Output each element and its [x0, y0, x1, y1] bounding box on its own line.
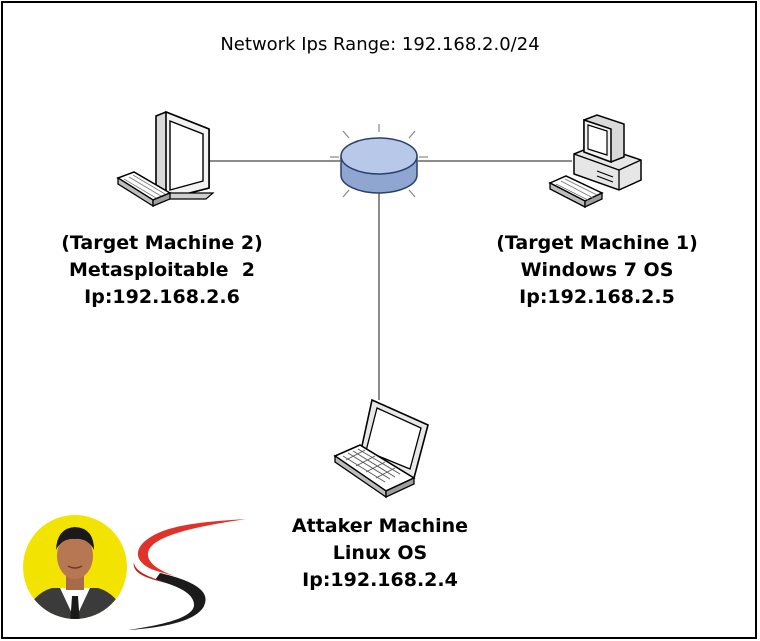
- target2-ip: Ip:192.168.2.6: [84, 286, 240, 308]
- attacker-role: Attaker Machine: [291, 515, 469, 537]
- laptop-icon: [333, 398, 429, 499]
- target1-ip: Ip:192.168.2.5: [519, 286, 675, 308]
- target1-os: Windows 7 OS: [520, 259, 674, 281]
- logo-s-icon: [128, 519, 246, 630]
- target-machine-1-label: (Target Machine 1) Windows 7 OS Ip:192.1…: [467, 230, 727, 311]
- target1-role: (Target Machine 1): [496, 232, 698, 254]
- target2-role: (Target Machine 2): [61, 232, 263, 254]
- attacker-machine-label: Attaker Machine Linux OS Ip:192.168.2.4: [250, 513, 510, 594]
- attacker-ip: Ip:192.168.2.4: [302, 569, 458, 591]
- desktop-tower-icon: [548, 114, 642, 209]
- router-icon: [330, 124, 428, 198]
- target-machine-2-label: (Target Machine 2) Metasploitable 2 Ip:1…: [32, 230, 292, 311]
- attacker-os: Linux OS: [332, 542, 428, 564]
- diagram-title: Network Ips Range: 192.168.2.0/24: [220, 34, 540, 55]
- avatar-photo: [23, 515, 127, 619]
- target2-os: Metasploitable 2: [68, 259, 256, 281]
- desktop-monitor-icon: [116, 110, 215, 208]
